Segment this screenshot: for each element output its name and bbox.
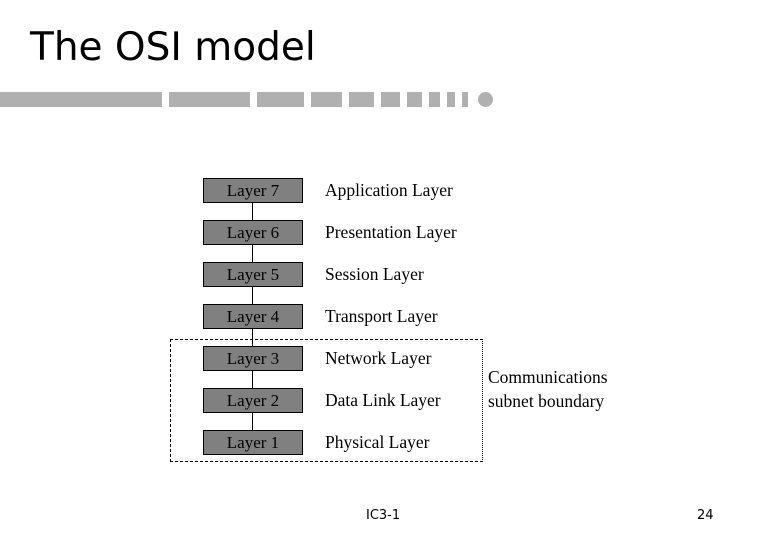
layer-row: Layer 5 Session Layer [0, 262, 780, 287]
layer-box-label: Layer 7 [226, 181, 280, 200]
layer-box-label: Layer 1 [226, 433, 280, 452]
layer-box-label: Layer 6 [226, 223, 280, 242]
layer-name-label: Session Layer [325, 264, 424, 284]
footer-deck-code: IC3-1 [366, 508, 401, 523]
deco-bar-segment-3 [257, 92, 304, 107]
layer-name-label: Presentation Layer [325, 222, 457, 242]
deco-bar-segment-6 [381, 92, 400, 107]
deco-bar-segment-5 [349, 92, 374, 107]
deco-bar-segment-9 [447, 92, 455, 107]
layer-box-3[interactable]: Layer 3 [203, 346, 303, 371]
layer-name-label: Application Layer [325, 180, 453, 200]
deco-bar-segment-10 [462, 92, 468, 107]
layer-box-5[interactable]: Layer 5 [203, 262, 303, 287]
layer-box-2[interactable]: Layer 2 [203, 388, 303, 413]
layer-box-1[interactable]: Layer 1 [203, 430, 303, 455]
layer-row: Layer 2 Data Link Layer [0, 388, 780, 413]
layer-name-label: Network Layer [325, 348, 432, 368]
deco-bar-segment-2 [169, 92, 250, 107]
layer-row: Layer 3 Network Layer [0, 346, 780, 371]
layer-connector-4 [252, 329, 253, 347]
layer-box-7[interactable]: Layer 7 [203, 178, 303, 203]
layer-connector-5 [252, 371, 253, 389]
layer-name-label: Transport Layer [325, 306, 438, 326]
footer-page-number: 24 [697, 508, 714, 523]
subnet-boundary-label: Communications subnet boundary [488, 365, 608, 413]
layer-box-6[interactable]: Layer 6 [203, 220, 303, 245]
layer-row: Layer 1 Physical Layer [0, 430, 780, 455]
layer-box-label: Layer 2 [226, 391, 280, 410]
deco-bar-segment-7 [407, 92, 422, 107]
layer-connector-1 [252, 203, 253, 221]
subnet-boundary-label-line1: Communications [488, 367, 608, 387]
decorative-segmented-rule [0, 92, 500, 107]
layer-connector-3 [252, 287, 253, 305]
deco-bar-segment-1 [0, 92, 162, 107]
layer-name-label: Physical Layer [325, 432, 430, 452]
communications-subnet-boundary-box [170, 339, 483, 462]
deco-bar-segment-8 [429, 92, 440, 107]
layer-box-label: Layer 4 [226, 307, 280, 326]
layer-box-4[interactable]: Layer 4 [203, 304, 303, 329]
layer-connector-6 [252, 413, 253, 431]
layer-row: Layer 6 Presentation Layer [0, 220, 780, 245]
page-title: The OSI model [30, 25, 316, 70]
layer-box-label: Layer 5 [226, 265, 280, 284]
layer-row: Layer 4 Transport Layer [0, 304, 780, 329]
layer-box-label: Layer 3 [226, 349, 280, 368]
deco-bar-dot-icon [478, 92, 493, 107]
layer-name-label: Data Link Layer [325, 390, 441, 410]
deco-bar-segment-4 [311, 92, 342, 107]
subnet-boundary-label-line2: subnet boundary [488, 391, 605, 411]
layer-row: Layer 7 Application Layer [0, 178, 780, 203]
layer-connector-2 [252, 245, 253, 263]
